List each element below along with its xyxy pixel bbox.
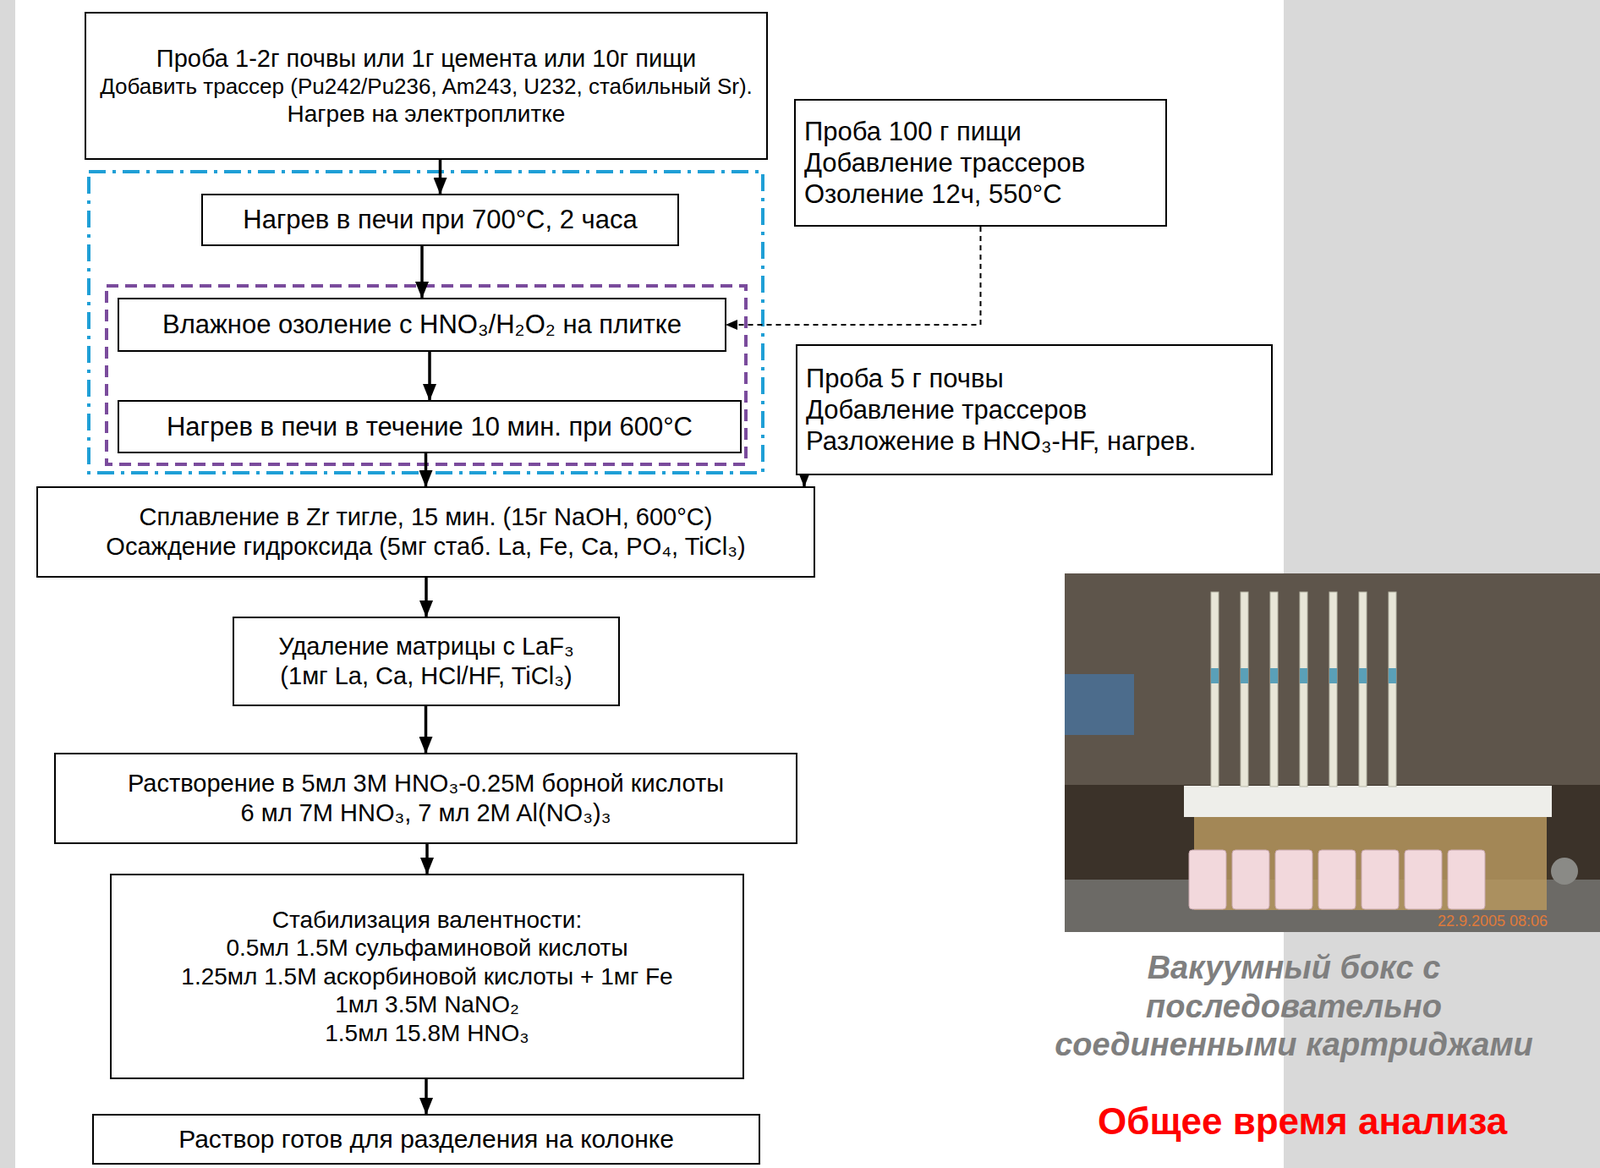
node-text: Озоление 12ч, 550°C: [804, 178, 1063, 210]
node-text: Сплавление в Zr тигле, 15 мин. (15г NaOH…: [139, 502, 713, 532]
flow-arrow: [427, 351, 432, 400]
node-text: Нагрев на электроплитке: [287, 99, 566, 129]
node-text: Проба 100 г пищи: [804, 115, 1022, 148]
process-box: Сплавление в Zr тигле, 15 мин. (15г NaOH…: [36, 486, 816, 578]
sample-box: Проба 5 г почвыДобавление трассеровРазло…: [795, 344, 1273, 476]
node-text: Добавить трассер (Pu242/Pu236, Am243, U2…: [99, 73, 753, 100]
flow-arrow: [424, 577, 428, 617]
node-text: 1мл 3.5M NaNO₂: [334, 990, 520, 1020]
flow-arrow: [425, 843, 429, 874]
node-text: (1мг La, Ca, HCl/HF, TiCl₃): [279, 661, 572, 691]
region-dashed: [106, 285, 746, 465]
photo: [1064, 573, 1600, 932]
node-text: Раствор готов для разделения на колонке: [178, 1123, 674, 1155]
process-box: Нагрев в печи при 700°C, 2 часа: [201, 193, 680, 247]
flow-arrow: [424, 1079, 428, 1114]
photo-date-stamp: 22.9.2005 08:06: [1437, 912, 1548, 932]
node-text: 1.5мл 15.8M HNO₃: [324, 1019, 530, 1048]
region-dashdot: [88, 171, 763, 473]
result-box: Раствор готов для разделения на колонке: [92, 1113, 761, 1165]
flow-arrow: [424, 706, 428, 753]
node-text: Стабилизация валентности:: [272, 905, 583, 935]
node-text: 0.5мл 1.5M сульфаминовой кислоты: [225, 933, 628, 963]
node-text: Нагрев в печи в течение 10 мин. при 600°…: [166, 410, 693, 443]
sample-box: Проба 1-2г почвы или 1г цемента или 10г …: [84, 11, 768, 160]
process-box: Растворение в 5мл 3M HNO₃-0.25M борной к…: [54, 752, 798, 844]
process-box: Влажное озоление с HNO₃/H₂O₂ на плитке: [117, 297, 727, 352]
node-text: Разложение в HNO₃-HF, нагрев.: [805, 425, 1196, 457]
side-strip: [0, 0, 16, 1168]
photo-caption: Вакуумный бокс с последовательно соедине…: [1040, 948, 1548, 1065]
process-box: Стабилизация валентности:0.5мл 1.5M суль…: [109, 873, 745, 1080]
flow-arrow: [438, 159, 443, 194]
flow-arrow: [802, 475, 806, 487]
process-box: Удаление матрицы с LaF₃(1мг La, Ca, HCl/…: [232, 616, 620, 707]
dashed-arrow: [726, 226, 981, 325]
flow-arrow: [420, 246, 424, 298]
node-text: Нагрев в печи при 700°C, 2 часа: [242, 203, 637, 236]
node-text: Проба 1-2г почвы или 1г цемента или 10г …: [156, 43, 696, 74]
node-text: 6 мл 7M HNO₃, 7 мл 2M Al(NO₃)₃: [241, 798, 612, 828]
flow-arrow: [424, 453, 428, 487]
process-box: Нагрев в печи в течение 10 мин. при 600°…: [117, 400, 742, 454]
sample-box: Проба 100 г пищиДобавление трассеровОзол…: [794, 98, 1168, 227]
node-text: Добавление трассеров: [805, 394, 1087, 426]
node-text: Осаждение гидроксида (5мг стаб. La, Fe, …: [105, 531, 746, 562]
node-text: Добавление трассеров: [804, 147, 1085, 179]
note-text: Общее время анализа: [1097, 1099, 1507, 1145]
node-text: Удаление матрицы с LaF₃: [278, 631, 575, 662]
node-text: 1.25мл 1.5M аскорбиновой кислоты + 1мг F…: [180, 962, 673, 992]
node-text: Растворение в 5мл 3M HNO₃-0.25M борной к…: [127, 768, 724, 799]
node-text: Проба 5 г почвы: [805, 362, 1004, 395]
node-text: Влажное озоление с HNO₃/H₂O₂ на плитке: [162, 308, 682, 340]
